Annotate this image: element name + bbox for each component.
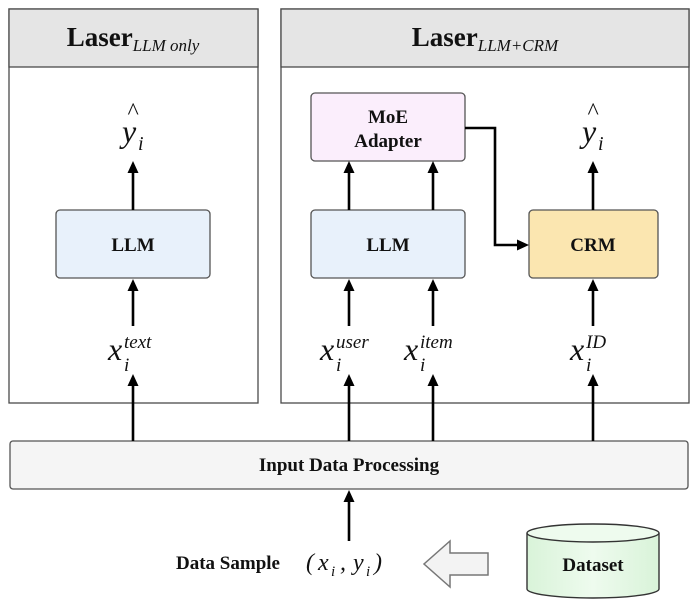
moe-adapter-box: MoE Adapter [310, 92, 466, 162]
svg-text:x: x [319, 331, 334, 367]
svg-text:y: y [119, 113, 137, 149]
dataset-cylinder: Dataset [526, 523, 660, 599]
svg-text:LLM: LLM [111, 235, 154, 256]
svg-text:,: , [340, 550, 346, 576]
arrows [127, 126, 599, 541]
svg-text:i: i [598, 133, 604, 155]
svg-text:LLM: LLM [366, 235, 409, 256]
panel-right-title: LaserLLM+CRM [412, 22, 559, 55]
svg-text:): ) [372, 550, 382, 576]
svg-text:x: x [403, 331, 418, 367]
x-text-label: x text i [107, 331, 152, 376]
svg-text:ID: ID [585, 332, 606, 353]
svg-text:i: i [336, 355, 341, 376]
svg-text:^: ^ [587, 99, 599, 125]
svg-text:x: x [569, 331, 584, 367]
svg-text:MoE: MoE [368, 107, 408, 128]
svg-text:y: y [351, 550, 364, 576]
svg-text:x: x [317, 550, 329, 576]
llm-box-right: LLM [310, 209, 466, 279]
svg-text:text: text [124, 332, 152, 353]
x-user-label: x user i [319, 331, 369, 376]
crm-box: CRM [528, 209, 659, 279]
svg-text:user: user [336, 332, 369, 353]
svg-text:item: item [420, 332, 453, 353]
y-hat-label-right: y ^ i [579, 99, 604, 155]
data-sample-label: Data Sample [176, 553, 280, 574]
y-hat-label-left: y ^ i [119, 99, 144, 155]
llm-box-left: LLM [55, 209, 211, 279]
svg-text:Input Data Processing: Input Data Processing [259, 455, 440, 476]
panel-laser-llm-only: LaserLLM only [8, 8, 259, 404]
svg-text:x: x [107, 331, 122, 367]
x-item-label: x item i [403, 331, 453, 376]
svg-text:y: y [579, 113, 597, 149]
svg-text:Adapter: Adapter [354, 131, 422, 152]
svg-text:CRM: CRM [570, 235, 615, 256]
data-sample-tuple: ( x i , y i ) [306, 550, 382, 580]
x-id-label: x ID i [569, 331, 606, 376]
svg-text:Dataset: Dataset [562, 555, 624, 576]
input-data-processing-box: Input Data Processing [9, 440, 689, 490]
svg-text:i: i [366, 564, 370, 580]
dataset-to-sample-arrow [422, 539, 489, 589]
svg-text:i: i [420, 355, 425, 376]
svg-text:i: i [586, 355, 591, 376]
svg-text:i: i [138, 133, 144, 155]
panel-left-title: LaserLLM only [67, 22, 200, 55]
svg-text:i: i [331, 564, 335, 580]
svg-text:(: ( [306, 550, 316, 576]
svg-text:^: ^ [127, 99, 139, 125]
svg-text:i: i [124, 355, 129, 376]
